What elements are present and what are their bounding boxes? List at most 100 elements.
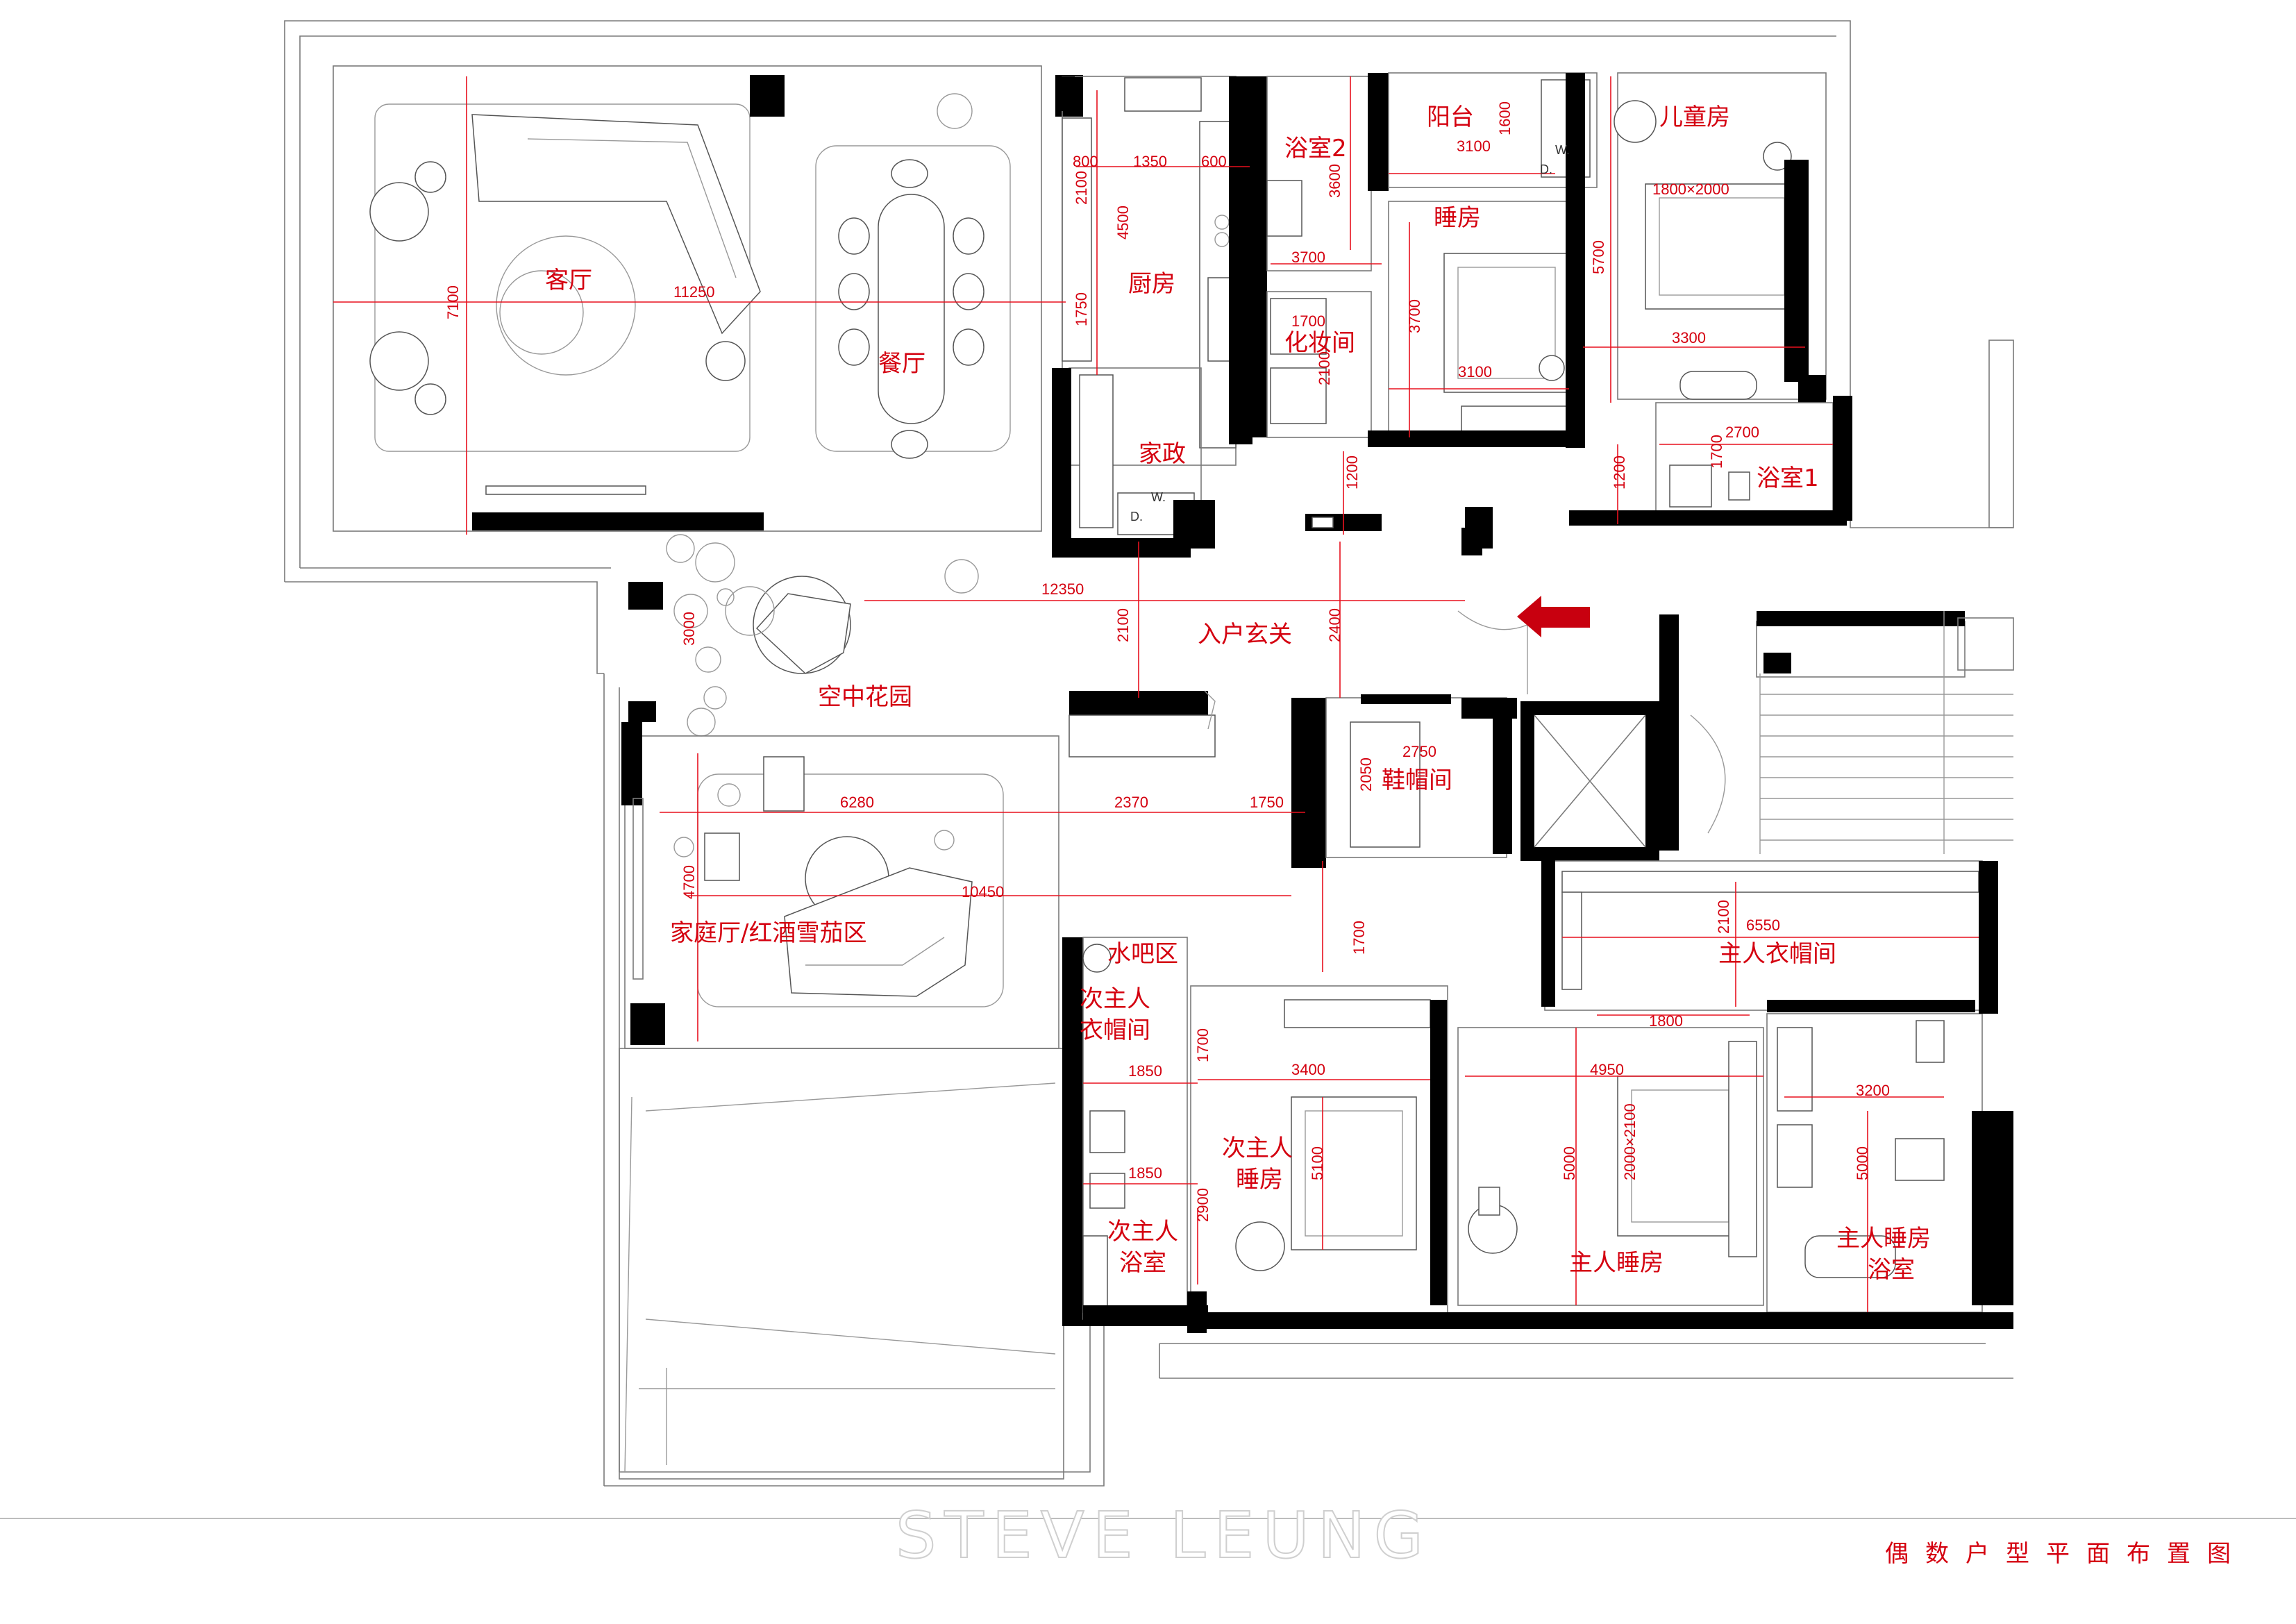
dim-3300: 3300 bbox=[1672, 329, 1706, 346]
dim-2900: 2900 bbox=[1194, 1188, 1212, 1222]
dim-800: 800 bbox=[1073, 153, 1098, 170]
dim-living-depth: 7100 bbox=[444, 285, 462, 319]
label-second-master-bath-2: 浴室 bbox=[1119, 1249, 1166, 1277]
sky-garden-zone bbox=[628, 534, 979, 737]
dim-1700-bath1: 1700 bbox=[1708, 435, 1725, 469]
label-kitchen: 厨房 bbox=[1128, 270, 1175, 298]
dim-600: 600 bbox=[1201, 153, 1227, 170]
footer-rule bbox=[0, 1518, 2296, 1519]
dim-2050: 2050 bbox=[1357, 757, 1375, 792]
dim-2100-foyer: 2100 bbox=[1114, 608, 1132, 642]
room-labels: 客厅 餐厅 厨房 家政 浴室2 化妆间 阳台 睡房 儿童房 浴室1 入户玄关 空… bbox=[545, 103, 1931, 1284]
upper-middle-zone bbox=[1246, 72, 1598, 448]
dim-1700-vanity: 1700 bbox=[1291, 312, 1325, 330]
stair-steps bbox=[1759, 611, 2013, 854]
dim-3100-bedroom: 3100 bbox=[1458, 363, 1492, 380]
second-master-zone bbox=[1062, 937, 1448, 1333]
label-foyer: 入户玄关 bbox=[1198, 621, 1292, 648]
dim-1700-closet: 1700 bbox=[1194, 1028, 1212, 1062]
label-second-master-closet-2: 衣帽间 bbox=[1080, 1016, 1150, 1044]
dim-5000-bath: 5000 bbox=[1854, 1146, 1871, 1180]
label-bathroom-2: 浴室2 bbox=[1284, 135, 1347, 162]
label-master-closet: 主人衣帽间 bbox=[1718, 940, 1836, 968]
dim-10450: 10450 bbox=[962, 883, 1004, 901]
label-second-master-bedroom-1: 次主人 bbox=[1222, 1135, 1293, 1162]
outer-outline bbox=[284, 20, 2013, 1487]
dim-1700-corridor: 1700 bbox=[1350, 921, 1368, 955]
dim-3600: 3600 bbox=[1326, 164, 1343, 198]
label-balcony: 阳台 bbox=[1427, 103, 1474, 131]
dimension-lines bbox=[333, 76, 1979, 1312]
drawing-caption: 偶数户型平面布置图 bbox=[1885, 1540, 2247, 1568]
dim-1350: 1350 bbox=[1133, 153, 1167, 170]
living-dining-zone bbox=[333, 65, 1083, 532]
label-kids-room: 儿童房 bbox=[1659, 103, 1730, 131]
dim-2100-closet: 2100 bbox=[1715, 900, 1732, 934]
dining-chairs bbox=[838, 159, 984, 459]
dim-1800: 1800 bbox=[1649, 1012, 1683, 1030]
dim-4950: 4950 bbox=[1590, 1061, 1624, 1078]
label-shoe-room: 鞋帽间 bbox=[1382, 767, 1452, 794]
dim-1850-closet: 1850 bbox=[1128, 1062, 1162, 1080]
label-second-master-bath-1: 次主人 bbox=[1107, 1218, 1178, 1246]
dim-2100-vanity: 2100 bbox=[1316, 351, 1333, 385]
watermark-logo: STEVE LEUNG bbox=[895, 1498, 1432, 1573]
label-second-master-closet-1: 次主人 bbox=[1080, 985, 1150, 1013]
label-family-lounge: 家庭厅/红酒雪茄区 bbox=[670, 919, 866, 947]
dryer-label: D. bbox=[1130, 510, 1143, 524]
label-living-room: 客厅 bbox=[545, 267, 592, 294]
dim-6280: 6280 bbox=[840, 794, 874, 811]
shoe-room-zone bbox=[1291, 694, 1517, 868]
dim-3700-bedroom: 3700 bbox=[1406, 299, 1423, 333]
label-bathroom-1: 浴室1 bbox=[1757, 464, 1819, 492]
appliance-marks: W. D. W. D. bbox=[1130, 143, 1570, 524]
label-second-master-bedroom-2: 睡房 bbox=[1236, 1166, 1283, 1194]
dryer-label-2: D. bbox=[1540, 162, 1552, 176]
dim-4500: 4500 bbox=[1114, 206, 1132, 240]
dim-bed-master: 2000×2100 bbox=[1621, 1103, 1639, 1180]
dim-4700: 4700 bbox=[680, 865, 698, 899]
label-sky-garden: 空中花园 bbox=[818, 683, 912, 711]
dim-1750-fam: 1750 bbox=[1250, 794, 1284, 811]
dim-5700: 5700 bbox=[1590, 240, 1607, 274]
dim-2370: 2370 bbox=[1114, 794, 1148, 811]
label-dining-room: 餐厅 bbox=[878, 350, 925, 378]
dim-5100: 5100 bbox=[1309, 1146, 1326, 1180]
dim-3700-bath2: 3700 bbox=[1291, 249, 1325, 266]
dim-2100-kitchen: 2100 bbox=[1073, 171, 1090, 205]
dimension-labels: 11250 7100 800 1350 600 2100 4500 1750 3… bbox=[444, 101, 1890, 1222]
stair-core bbox=[1659, 340, 2014, 854]
lower-terrace bbox=[619, 1048, 1064, 1480]
dim-3000-garden: 3000 bbox=[680, 612, 698, 646]
dim-3200: 3200 bbox=[1856, 1082, 1890, 1099]
dim-bed-kids: 1800×2000 bbox=[1652, 181, 1729, 198]
label-water-bar: 水吧区 bbox=[1107, 940, 1178, 968]
elevator-icon bbox=[1520, 701, 1659, 861]
dim-2400: 2400 bbox=[1326, 608, 1343, 642]
dim-5000-bed: 5000 bbox=[1561, 1146, 1578, 1180]
dim-1600: 1600 bbox=[1496, 101, 1514, 135]
dim-living-width: 11250 bbox=[673, 283, 715, 301]
dim-3100-balcony: 3100 bbox=[1457, 137, 1491, 155]
dim-1750-kitchen: 1750 bbox=[1073, 292, 1090, 326]
dim-2700: 2700 bbox=[1725, 424, 1759, 441]
dim-1200-a: 1200 bbox=[1343, 455, 1361, 489]
label-vanity: 化妆间 bbox=[1284, 329, 1355, 357]
washer-label: W. bbox=[1151, 490, 1166, 504]
dim-3400: 3400 bbox=[1291, 1061, 1325, 1078]
dim-2750: 2750 bbox=[1402, 743, 1436, 760]
label-housekeeping: 家政 bbox=[1139, 440, 1186, 468]
dim-12350: 12350 bbox=[1041, 580, 1084, 598]
label-bedroom: 睡房 bbox=[1434, 204, 1481, 232]
dim-1200-b: 1200 bbox=[1611, 455, 1628, 489]
label-master-bath-2: 浴室 bbox=[1868, 1256, 1915, 1284]
washer-label-2: W. bbox=[1555, 143, 1570, 157]
dim-6550: 6550 bbox=[1746, 916, 1780, 934]
family-lounge-zone bbox=[621, 722, 1059, 1049]
label-master-bedroom: 主人睡房 bbox=[1569, 1249, 1664, 1277]
label-master-bath-1: 主人睡房 bbox=[1836, 1225, 1931, 1253]
dim-1850-bath: 1850 bbox=[1128, 1164, 1162, 1182]
planter-icon bbox=[666, 534, 735, 737]
entrance-arrow-icon bbox=[1517, 596, 1590, 637]
